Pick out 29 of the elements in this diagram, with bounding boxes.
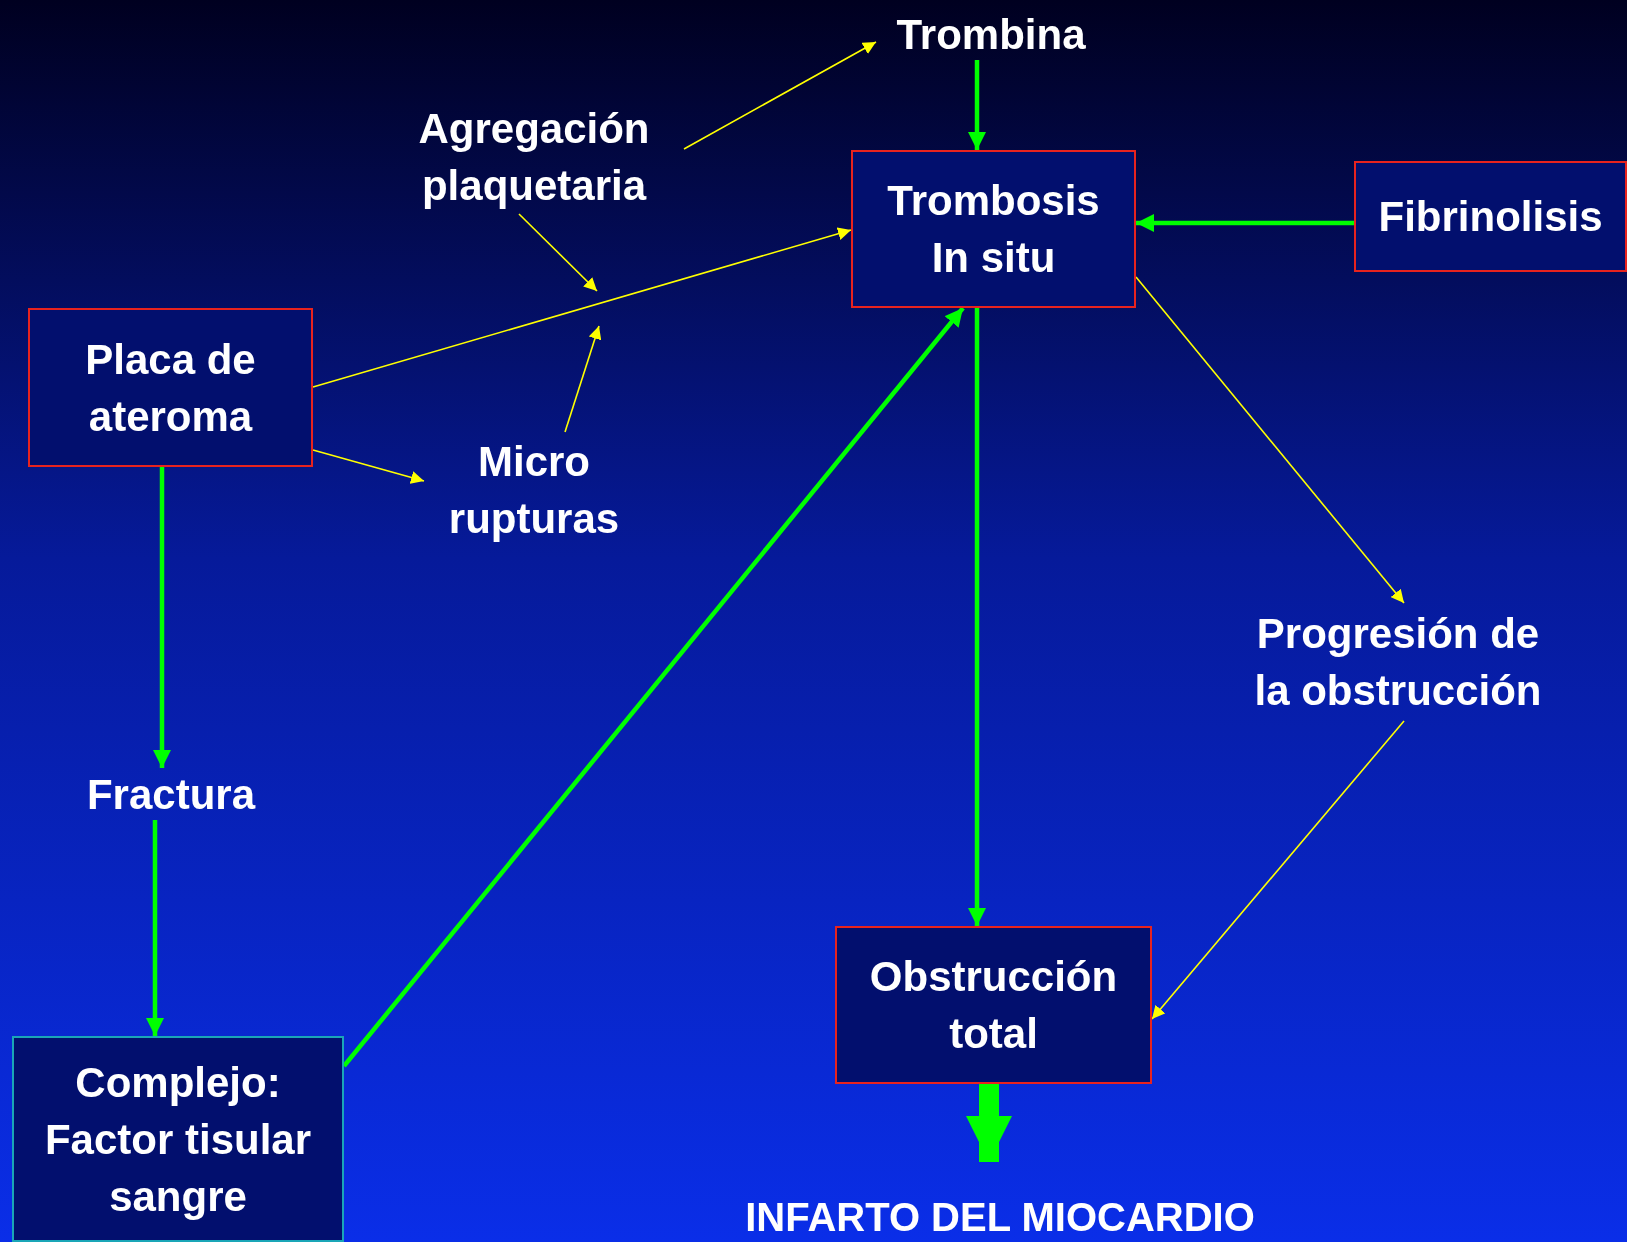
arrow (564, 325, 602, 433)
arrow (146, 820, 164, 1036)
box-label: Trombosis In situ (886, 176, 1101, 283)
node-label: Trombina (896, 9, 1086, 60)
node-label: Progresión de la obstrucción (1253, 609, 1543, 716)
arrow (683, 41, 877, 150)
process-box (851, 150, 1136, 308)
box-label: Placa de ateroma (84, 334, 257, 442)
node-label: Micro rupturas (447, 437, 621, 544)
box-label: Fibrinolisis (1378, 192, 1603, 242)
box-label: Complejo: Factor tisular sangre (43, 1057, 313, 1222)
process-box (835, 926, 1152, 1084)
arrow (153, 467, 171, 768)
arrow (966, 1084, 1012, 1162)
box-label: Obstrucción total (868, 952, 1119, 1059)
node-label: INFARTO DEL MIOCARDIO (745, 1193, 1255, 1241)
node-label: Agregación plaquetaria (417, 104, 651, 211)
process-box (28, 308, 313, 467)
process-box (1354, 161, 1627, 272)
arrow (518, 213, 598, 292)
arrow (1136, 214, 1354, 232)
node-label: Fractura (86, 769, 256, 820)
arrow (1151, 720, 1405, 1020)
arrow (312, 227, 852, 388)
arrow (1135, 276, 1405, 604)
arrow (968, 60, 986, 150)
process-box (12, 1036, 344, 1242)
arrow (968, 308, 986, 926)
arrow (312, 449, 425, 484)
